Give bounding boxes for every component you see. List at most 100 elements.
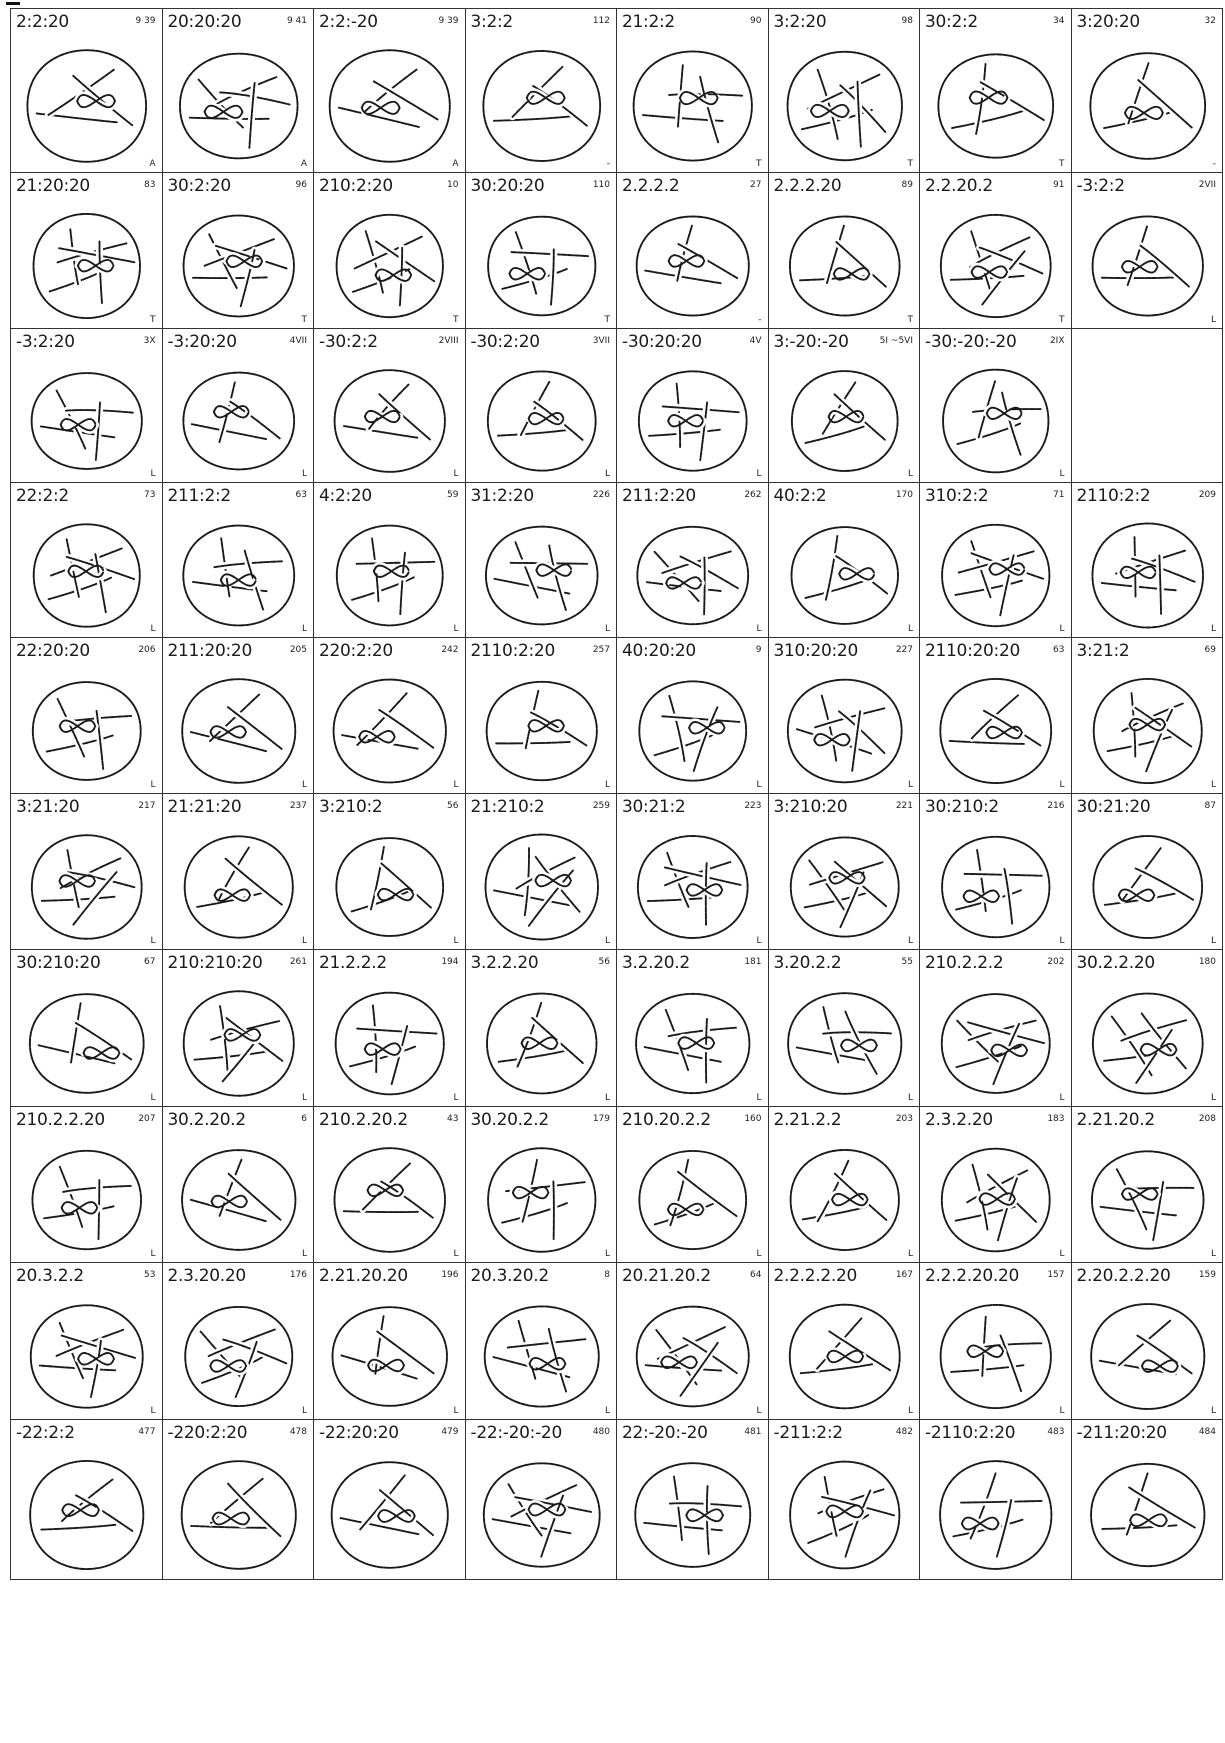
- knot-cell: 3:210:256L: [313, 793, 466, 950]
- knot-diagram: [617, 1420, 769, 1580]
- knot-diagram: [11, 9, 163, 173]
- knot-diagram: [617, 1107, 769, 1263]
- knot-diagram: [466, 950, 618, 1107]
- knot-diagram: [617, 329, 769, 483]
- knot-cell: 30:210:2216L: [919, 793, 1072, 950]
- knot-cell: 3:21:269L: [1071, 637, 1224, 794]
- knot-diagram: [466, 794, 618, 950]
- knot-diagram: [163, 794, 315, 950]
- knot-cell: 31:2:20226L: [465, 482, 618, 638]
- knot-diagram: [314, 329, 466, 483]
- knot-diagram: [163, 638, 315, 794]
- scan-mark: [6, 2, 20, 5]
- knot-diagram: [1072, 1107, 1224, 1263]
- knot-cell: 30:20:20110T: [465, 172, 618, 329]
- knot-diagram: [769, 9, 921, 173]
- knot-cell: 30.20.2.2179L: [465, 1106, 618, 1263]
- knot-cell: 30:210:2067L: [10, 949, 163, 1107]
- knot-cell: 2.2.2.20.20157L: [919, 1262, 1072, 1420]
- knot-diagram: [314, 1107, 466, 1263]
- knot-cell: 2110:2:2209L: [1071, 482, 1224, 638]
- knot-diagram: [11, 950, 163, 1107]
- knot-cell: 30:2:234T: [919, 8, 1072, 173]
- knot-diagram: [920, 483, 1072, 638]
- knot-diagram: [11, 1420, 163, 1580]
- knot-cell: 211:2:20262L: [616, 482, 769, 638]
- knot-diagram: [163, 9, 315, 173]
- knot-diagram: [466, 1107, 618, 1263]
- knot-diagram: [466, 1263, 618, 1420]
- knot-diagram: [11, 1107, 163, 1263]
- knot-cell: -211:2:2482: [768, 1419, 921, 1580]
- knot-diagram: [1072, 950, 1224, 1107]
- knot-diagram: [769, 329, 921, 483]
- knot-diagram: [163, 483, 315, 638]
- knot-cell: 3.2.20.2181L: [616, 949, 769, 1107]
- knot-diagram: [1072, 794, 1224, 950]
- knot-diagram: [920, 1420, 1072, 1580]
- knot-cell: 211:20:20205L: [162, 637, 315, 794]
- knot-diagram: [163, 1420, 315, 1580]
- knot-diagram: [1072, 638, 1224, 794]
- knot-diagram: [11, 1263, 163, 1420]
- knot-cell: 21:2:290T: [616, 8, 769, 173]
- knot-cell: 2.2.2.227-: [616, 172, 769, 329]
- knot-diagram: [163, 950, 315, 1107]
- knot-diagram: [314, 1263, 466, 1420]
- knot-diagram: [617, 9, 769, 173]
- knot-cell: 3:210:20221L: [768, 793, 921, 950]
- knot-diagram: [920, 329, 1072, 483]
- knot-cell: -30:2:203VIIL: [465, 328, 618, 483]
- knot-cell: [1071, 328, 1224, 483]
- knot-diagram: [314, 794, 466, 950]
- knot-diagram: [314, 1420, 466, 1580]
- knot-cell: 3:-20:-205I ~5VIL: [768, 328, 921, 483]
- knot-cell: -3:20:204VIIL: [162, 328, 315, 483]
- knot-diagram: [314, 173, 466, 329]
- knot-cell: 2.21.20.20196L: [313, 1262, 466, 1420]
- knot-diagram: [314, 638, 466, 794]
- knot-cell: 3.2.2.2056L: [465, 949, 618, 1107]
- knot-cell: 210.2.2.20207L: [10, 1106, 163, 1263]
- knot-diagram: [769, 1420, 921, 1580]
- knot-cell: -22:-20:-20480: [465, 1419, 618, 1580]
- knot-cell: 210:2:2010T: [313, 172, 466, 329]
- knot-cell: 21:20:2083T: [10, 172, 163, 329]
- knot-diagram: [11, 794, 163, 950]
- knot-diagram: [617, 1263, 769, 1420]
- knot-cell: 4:2:2059L: [313, 482, 466, 638]
- knot-cell: 2.2.2.2.20167L: [768, 1262, 921, 1420]
- knot-cell: 310:2:271L: [919, 482, 1072, 638]
- knot-cell: 220:2:20242L: [313, 637, 466, 794]
- knot-diagram: [920, 9, 1072, 173]
- knot-cell: 2.2.2.2089T: [768, 172, 921, 329]
- knot-cell: 2.20.2.2.20159L: [1071, 1262, 1224, 1420]
- knot-diagram: [314, 950, 466, 1107]
- knot-diagram: [163, 1107, 315, 1263]
- knot-cell: -220:2:20478: [162, 1419, 315, 1580]
- knot-cell: 20.3.20.28L: [465, 1262, 618, 1420]
- knot-diagram: [769, 173, 921, 329]
- knot-cell: -2110:2:20483: [919, 1419, 1072, 1580]
- knot-diagram: [1072, 173, 1224, 329]
- knot-diagram: [769, 1263, 921, 1420]
- knot-cell: 2:2:209 39A: [10, 8, 163, 173]
- knot-diagram: [11, 483, 163, 638]
